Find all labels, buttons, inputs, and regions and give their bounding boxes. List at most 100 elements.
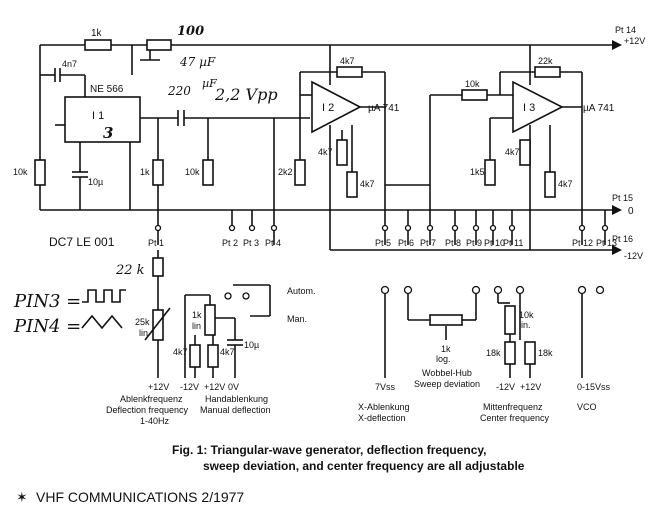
opamp-i3-type: µA 741 — [583, 103, 615, 114]
resistor-4k7-b1 — [189, 344, 201, 368]
sweep-jack-b[interactable] — [471, 285, 481, 295]
resistor-4k7-b2-label: 4k7 — [220, 347, 235, 357]
tp-pt5[interactable] — [381, 224, 389, 232]
resistor-4k7-i3b-label: 4k7 — [558, 179, 573, 189]
resistor-1k-mid — [152, 159, 164, 186]
arrow-pt16 — [612, 245, 622, 255]
hand-uf-label: µF — [202, 77, 217, 90]
center-jack-b[interactable] — [515, 285, 525, 295]
pt16-label: Pt 16 — [612, 234, 633, 244]
opamp-i2-label: I 2 — [322, 102, 334, 114]
resistor-10k-mid — [202, 159, 214, 186]
v7vss-label: 7Vss — [375, 382, 396, 392]
resistor-18k-b — [524, 341, 536, 365]
tp-pt13[interactable] — [601, 224, 609, 232]
dc7-label: DC7 LE 001 — [49, 235, 115, 249]
pt3-label: Pt 3 — [243, 238, 259, 248]
center-de-label: Mittenfrequenz — [483, 402, 543, 412]
center-jack-a[interactable] — [493, 285, 503, 295]
vcc-c-label: +12V — [520, 382, 541, 392]
pt6-label: Pt 6 — [398, 238, 414, 248]
test-points — [154, 224, 609, 232]
vco-jack-b[interactable] — [595, 285, 605, 295]
cap-4n7-label: 4n7 — [62, 59, 77, 69]
opamp-i3-label: I 3 — [523, 102, 535, 114]
sweep-jack-a[interactable] — [403, 285, 413, 295]
resistor-1k5-label: 1k5 — [470, 167, 485, 177]
hand-de-label: Handablenkung — [205, 394, 268, 404]
pt11-label: Pt 11 — [503, 238, 523, 248]
xdefl-en-label: X-deflection — [358, 413, 406, 423]
resistor-4k7-i2b — [346, 171, 358, 198]
pt4-label: Pt 4 — [265, 238, 281, 248]
pot-25k[interactable] — [152, 309, 164, 341]
resistor-2k2 — [294, 159, 306, 186]
switch-contact-a[interactable] — [224, 292, 232, 300]
ablenk-de-label: Ablenkfrequenz — [120, 394, 183, 404]
hand-i1-label: 3 — [103, 124, 113, 142]
v015-label: 0-15Vss — [577, 382, 611, 392]
resistor-10k-left-label: 10k — [13, 167, 28, 177]
resistor-4k7-i3a — [519, 139, 531, 166]
wobbel-de-label: Wobbel-Hub — [422, 368, 472, 378]
hand-en-label: Manual deflection — [200, 405, 271, 415]
pt14-label: Pt 14 — [615, 25, 636, 35]
pot-10k-lin[interactable] — [504, 305, 516, 335]
resistor-10k-mid-label: 10k — [185, 167, 200, 177]
resistor-4k7-i2a — [336, 139, 348, 166]
tp-pt2[interactable] — [228, 224, 236, 232]
vco-label: VCO — [577, 402, 597, 412]
resistor-4k7-i2b-label: 4k7 — [360, 179, 375, 189]
resistor-4k7-i3b — [544, 171, 556, 198]
vco-jack-a[interactable] — [577, 285, 587, 295]
hand-100-label: 100 — [177, 24, 204, 39]
zero-label: 0 — [628, 206, 634, 217]
minus12-label: -12V — [624, 251, 643, 261]
vee-c-label: -12V — [496, 382, 515, 392]
tp-pt1[interactable] — [154, 224, 162, 232]
pin4-label: PIN4 = — [13, 316, 81, 337]
footer-logo-icon: ✶ — [16, 489, 28, 505]
resistor-1k-mid-label: 1k — [140, 167, 150, 177]
resistor-22k — [534, 66, 561, 78]
man-label: Man. — [287, 314, 307, 324]
arrow-pt15 — [612, 205, 622, 215]
cap-10u-b-label: 10µ — [244, 340, 259, 350]
pt13-label: Pt 13 — [596, 238, 617, 248]
square-wave — [82, 289, 126, 303]
xdefl-jack[interactable] — [380, 285, 390, 295]
pt12-label: Pt 12 — [572, 238, 593, 248]
pot-25k-label: 25k — [135, 317, 150, 327]
resistor-1k-top-label: 1k — [91, 28, 103, 39]
resistor-18k-a — [504, 341, 516, 365]
pot-1k-lin[interactable] — [204, 304, 216, 336]
switch-contact-b[interactable] — [242, 292, 250, 300]
ablenk-range-label: 1-40Hz — [140, 416, 170, 426]
pot-25k-lin-label: lin — [139, 328, 148, 338]
hand-22k-label: 22 k — [115, 263, 145, 278]
opamp-i2-type: µA 741 — [368, 103, 400, 114]
pt1-label: Pt 1 — [148, 238, 164, 248]
resistor-4k7-b1-label: 4k7 — [173, 347, 188, 357]
resistor-4k7-i2a-label: 4k7 — [318, 147, 333, 157]
footer-label: VHF COMMUNICATIONS 2/1977 — [36, 489, 244, 505]
tp-pt10[interactable] — [489, 224, 497, 232]
tp-pt11[interactable] — [508, 224, 516, 232]
ic-ne566-label: NE 566 — [90, 84, 124, 95]
pot-1k-log[interactable] — [429, 314, 463, 326]
tp-pt3[interactable] — [248, 224, 256, 232]
tp-pt4[interactable] — [270, 224, 278, 232]
tp-pt12[interactable] — [578, 224, 586, 232]
ic-i1-label: I 1 — [92, 110, 104, 122]
resistor-4k7-i3a-label: 4k7 — [505, 147, 520, 157]
tp-pt8[interactable] — [451, 224, 459, 232]
pot-25k-arrow — [144, 307, 171, 341]
resistor-22k-hand — [152, 257, 164, 277]
tp-pt9[interactable] — [472, 224, 480, 232]
pot-1k-lin-label: 1k — [192, 310, 202, 320]
pot-1k-log-sub: log. — [436, 354, 451, 364]
tp-pt7[interactable] — [426, 224, 434, 232]
tp-pt6[interactable] — [404, 224, 412, 232]
cap-10u-left-label: 10µ — [88, 177, 103, 187]
